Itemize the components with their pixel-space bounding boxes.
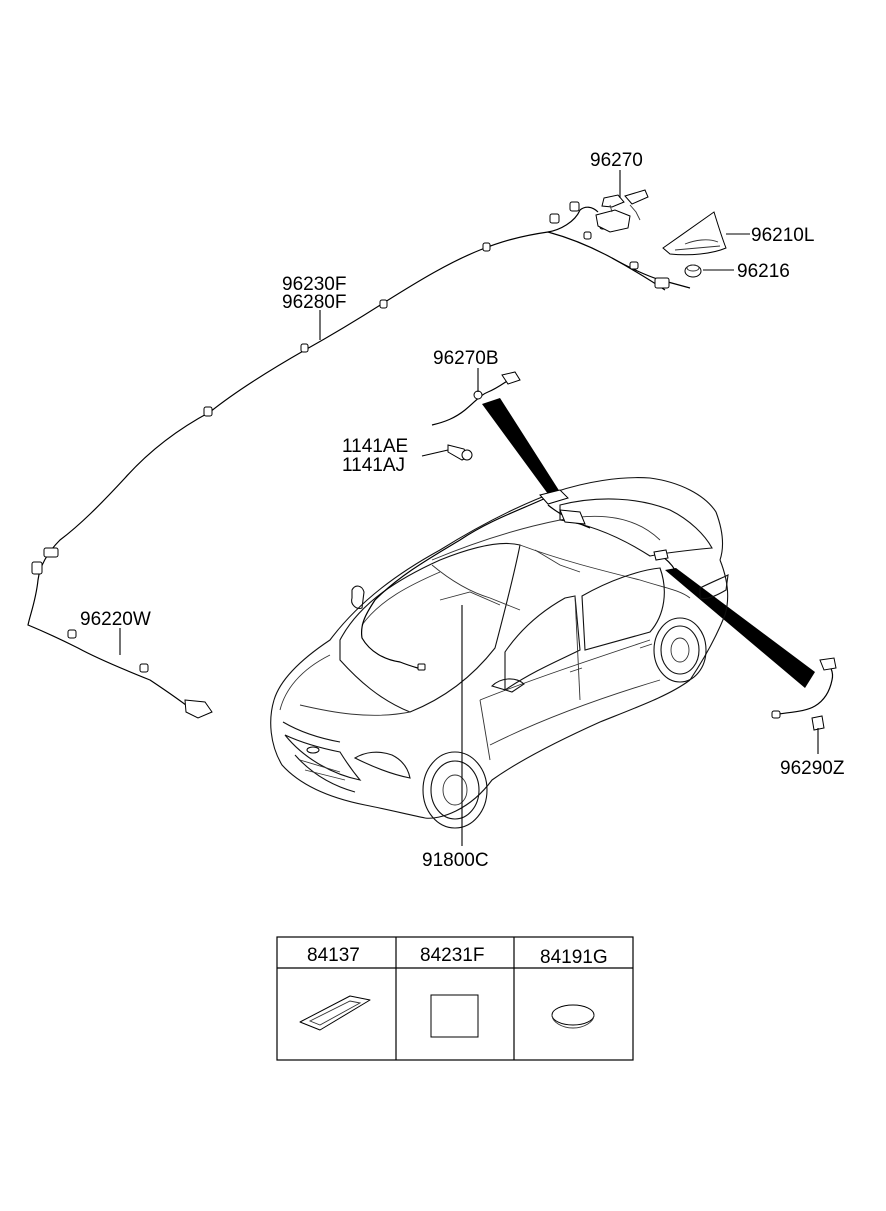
shark-fin-antenna-96210L bbox=[662, 211, 727, 256]
label-96210L: 96210L bbox=[751, 225, 814, 246]
table-header-84231F: 84231F bbox=[420, 945, 484, 966]
label-1141AE: 1141AE bbox=[342, 436, 408, 457]
car-illustration bbox=[270, 477, 729, 829]
label-96280F: 96280F bbox=[282, 292, 346, 313]
table-header-84137: 84137 bbox=[307, 945, 360, 966]
bolt-1141AE bbox=[447, 444, 473, 461]
rounded-rectangle-grommet-icon bbox=[299, 995, 371, 1031]
label-1141AJ: 1141AJ bbox=[342, 455, 405, 476]
connector-96270 bbox=[595, 189, 649, 233]
label-96230F: 96230F bbox=[282, 274, 346, 295]
label-96270: 96270 bbox=[590, 150, 643, 171]
table-header-84191G: 84191G bbox=[540, 947, 608, 968]
label-96216: 96216 bbox=[737, 261, 790, 282]
label-96270B: 96270B bbox=[433, 348, 499, 369]
parts-table: 84137 84231F 84191G bbox=[276, 936, 634, 1061]
label-91800C: 91800C bbox=[422, 850, 489, 871]
leader-lines bbox=[119, 170, 819, 846]
roof-antenna-cable bbox=[27, 201, 691, 719]
cable-96290Z bbox=[771, 657, 837, 731]
label-96220W: 96220W bbox=[80, 609, 151, 630]
leader-wedge-front bbox=[482, 398, 560, 494]
cable-96270B bbox=[431, 371, 521, 426]
square-pad-icon bbox=[430, 994, 479, 1038]
round-disc-icon bbox=[551, 1004, 595, 1029]
label-96290Z: 96290Z bbox=[780, 758, 845, 779]
nut-96216 bbox=[684, 264, 702, 278]
